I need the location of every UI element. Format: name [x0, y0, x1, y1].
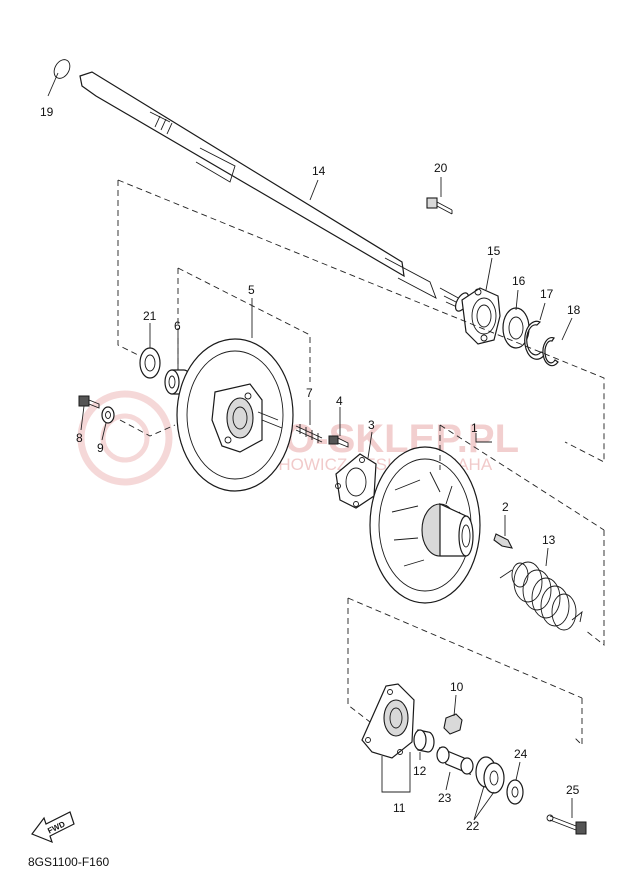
o-ring	[53, 59, 71, 79]
callout-10: 10	[450, 680, 464, 694]
nut	[443, 713, 463, 735]
callout-19: 19	[40, 105, 54, 119]
callout-labels: 19 14 20 15 16 17 18 21 6 5 7 4 3 1 8 9 …	[40, 105, 581, 833]
callout-5: 5	[248, 283, 255, 297]
callout-25: 25	[566, 783, 580, 797]
callout-1: 1	[471, 421, 478, 435]
compression-spring	[499, 561, 583, 631]
callout-3: 3	[368, 418, 375, 432]
callout-2: 2	[502, 500, 509, 514]
callout-20: 20	[434, 161, 448, 175]
guide-pin-2	[493, 533, 513, 549]
guide-pin	[328, 435, 349, 448]
leader-lines	[47, 72, 573, 821]
callout-16: 16	[512, 274, 526, 288]
fwd-arrow-icon: FWD	[31, 811, 75, 844]
callout-17: 17	[540, 287, 554, 301]
callout-12: 12	[413, 764, 427, 778]
washer	[139, 347, 161, 379]
spacer	[436, 746, 474, 776]
callout-22: 22	[466, 819, 480, 833]
circlip	[524, 320, 546, 360]
callout-8: 8	[76, 431, 83, 445]
callout-11: 11	[393, 801, 406, 815]
secondary-sliding-sheave	[369, 446, 481, 604]
callout-7: 7	[306, 386, 313, 400]
callout-23: 23	[438, 791, 452, 805]
callout-6: 6	[174, 319, 181, 333]
callout-9: 9	[97, 441, 104, 455]
callout-13: 13	[542, 533, 556, 547]
callout-15: 15	[487, 244, 501, 258]
secondary-fixed-sheave	[176, 338, 294, 492]
snap-ring	[542, 337, 559, 367]
spring-seat	[361, 683, 415, 759]
callout-21: 21	[143, 309, 157, 323]
callout-24: 24	[514, 747, 528, 761]
lock-washer	[101, 406, 115, 424]
bearing-housing	[461, 287, 501, 345]
callout-14: 14	[312, 164, 326, 178]
bushing	[413, 729, 435, 753]
diagram-code: 8GS1100-F160	[28, 855, 109, 869]
stud-bolt	[295, 424, 323, 443]
plain-washer	[506, 779, 524, 805]
callout-18: 18	[567, 303, 581, 317]
needle-bearing	[475, 756, 505, 794]
bolt	[426, 197, 453, 215]
sheave-bolt	[546, 814, 587, 835]
callout-4: 4	[336, 394, 343, 408]
secondary-shaft	[79, 71, 470, 313]
